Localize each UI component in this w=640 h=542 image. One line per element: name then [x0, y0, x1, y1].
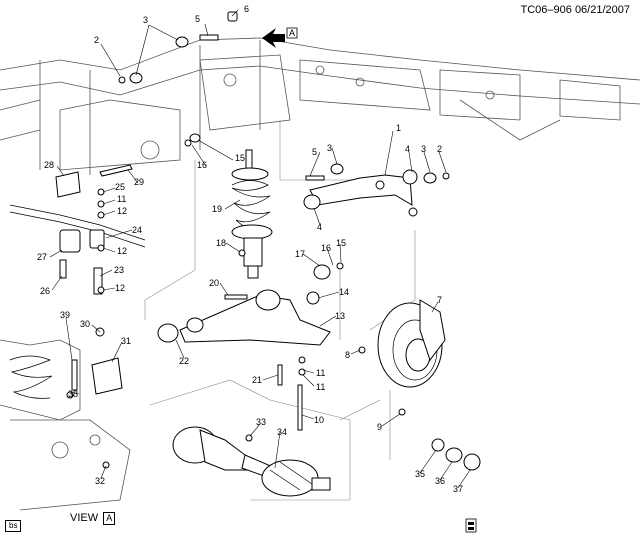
callout-14: 14: [339, 287, 349, 297]
document-id: TC06–906 06/21/2007: [520, 4, 630, 16]
callout-15b: 15: [336, 238, 346, 248]
callout-36: 36: [435, 476, 445, 486]
callout-26: 26: [40, 286, 50, 296]
frame-rails: [0, 37, 640, 175]
coil-spring-strut: [231, 149, 273, 279]
callout-12c: 12: [115, 283, 125, 293]
callout-4: 4: [317, 222, 322, 232]
callout-13: 13: [335, 311, 345, 321]
callout-30: 30: [80, 319, 90, 329]
view-a-detail: [0, 327, 131, 511]
document-icon: [465, 518, 477, 533]
callout-18: 18: [216, 238, 226, 248]
callout-2: 2: [94, 35, 99, 45]
callout-21: 21: [252, 375, 262, 385]
callout-6: 6: [244, 4, 249, 14]
callout-11: 11: [316, 368, 325, 378]
callout-39: 39: [60, 310, 70, 320]
callout-24: 24: [132, 225, 142, 235]
stabilizer-bar: [9, 164, 146, 295]
top-hardware: [118, 11, 238, 147]
callout-15: 15: [235, 153, 245, 163]
upper-control-arm: [303, 163, 450, 217]
callout-27: 27: [37, 252, 47, 262]
callout-38: 38: [68, 389, 78, 399]
callout-19: 19: [212, 204, 222, 214]
callout-23: 23: [114, 265, 124, 275]
callout-11c: 11: [117, 194, 126, 204]
callout-10: 10: [314, 415, 324, 425]
callout-5: 5: [195, 14, 200, 24]
callout-11b: 11: [316, 382, 325, 392]
callout-31: 31: [121, 336, 131, 346]
arrow-ref-label: A: [289, 28, 295, 38]
callout-12b: 12: [117, 246, 127, 256]
callout-3c: 3: [421, 144, 426, 154]
callout-9: 9: [377, 422, 382, 432]
drive-axle: [172, 426, 331, 497]
callout-3b: 3: [327, 143, 332, 153]
lower-control-arm: [157, 262, 344, 431]
callout-28: 28: [44, 160, 54, 170]
callout-17: 17: [295, 249, 305, 259]
leader-lines: [49, 9, 471, 489]
callout-25: 25: [115, 182, 125, 192]
callout-16: 16: [197, 160, 207, 170]
callouts: 1 2 2 3 3 3 4 4 5 5 6 7 8 9 10 11 11 11 …: [37, 4, 463, 494]
callout-7: 7: [437, 295, 442, 305]
callout-1: 1: [396, 123, 401, 133]
callout-12: 12: [117, 206, 127, 216]
callout-22: 22: [179, 356, 189, 366]
callout-20: 20: [209, 278, 219, 288]
view-label-text: VIEW: [70, 512, 99, 524]
callout-33: 33: [256, 417, 266, 427]
callout-29: 29: [134, 177, 144, 187]
callout-8: 8: [345, 350, 350, 360]
hub-knuckle: [358, 299, 481, 471]
callout-5b: 5: [312, 147, 317, 157]
callout-34: 34: [277, 427, 287, 437]
callout-32: 32: [95, 476, 105, 486]
callout-37: 37: [453, 484, 463, 494]
callout-4b: 4: [405, 144, 410, 154]
bs-tag: bs: [5, 520, 22, 532]
callout-2b: 2: [437, 144, 442, 154]
view-a-arrow: A: [262, 27, 298, 48]
view-label-ref: A: [103, 512, 116, 525]
callout-16b: 16: [321, 243, 331, 253]
view-label: VIEW A: [70, 512, 116, 525]
callout-3: 3: [143, 15, 148, 25]
callout-35: 35: [415, 469, 425, 479]
